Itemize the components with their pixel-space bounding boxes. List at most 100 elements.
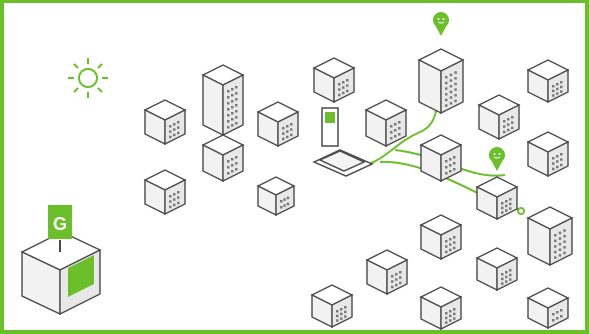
building-cube [201,134,245,183]
window [552,313,555,316]
window [227,120,230,123]
window [454,94,457,97]
window [554,256,557,259]
window [235,122,238,125]
window [399,276,402,279]
window [503,125,506,128]
building-cube [365,249,409,296]
window [445,93,448,96]
window [511,116,514,119]
window [558,231,562,235]
window [453,162,456,165]
window [449,238,452,241]
window [169,135,172,139]
window [556,165,559,169]
window [169,205,172,209]
window [231,124,234,127]
window [552,167,555,171]
window [280,200,283,203]
building-cube [526,131,570,178]
window [286,130,289,133]
window [511,121,514,124]
building-cube [475,176,519,221]
window [177,131,180,135]
window [235,168,238,171]
building-cube [310,284,354,329]
window [453,168,456,171]
window [231,170,234,173]
building-cube [526,206,574,267]
window [280,206,283,209]
window [445,321,448,324]
window [445,250,448,254]
window [394,129,397,132]
window [505,280,508,283]
building-cube [526,59,570,104]
window [509,198,512,201]
window [449,90,453,94]
window [501,206,504,210]
window [227,90,230,93]
window [394,135,397,138]
window [336,314,339,318]
window [454,77,457,80]
g-logo-sign-icon: G [48,205,72,239]
window [395,273,398,276]
window [445,104,448,107]
window [449,102,453,105]
window [505,275,508,279]
window [286,135,289,139]
window [169,125,172,128]
window [556,160,559,163]
window [286,202,290,206]
window [560,309,563,312]
window [282,137,285,141]
window [169,200,172,203]
window [505,200,508,203]
window [390,125,393,128]
window [344,310,347,314]
window [554,245,557,248]
window [560,158,563,161]
building-cube [312,57,356,104]
window [235,116,238,119]
window [173,133,176,137]
window [340,308,343,311]
window [511,126,514,130]
window [445,160,448,163]
window [227,96,230,99]
window [505,271,508,274]
transit-hub-structure [312,107,374,177]
building-cube [417,48,465,115]
building-cubes [143,48,574,331]
window [552,162,555,165]
window [558,254,562,257]
window [449,96,453,99]
building-cube [143,169,187,216]
window [560,153,563,156]
window [173,203,176,207]
window [395,283,398,287]
map-pin-face-icon [489,147,505,171]
window [177,121,180,124]
window [556,87,559,91]
window [227,102,230,105]
window [346,89,349,93]
window [449,158,452,161]
window [398,127,401,130]
window [177,201,180,205]
window [227,126,230,129]
window [399,281,402,285]
window [558,248,562,251]
window [445,316,448,320]
window [503,120,506,123]
window [501,282,504,285]
window [235,98,238,101]
window [453,246,456,250]
window [340,312,343,316]
window [173,128,176,131]
window [454,99,457,103]
window [445,166,448,169]
svg-text:G: G [53,214,67,234]
window [560,315,563,318]
